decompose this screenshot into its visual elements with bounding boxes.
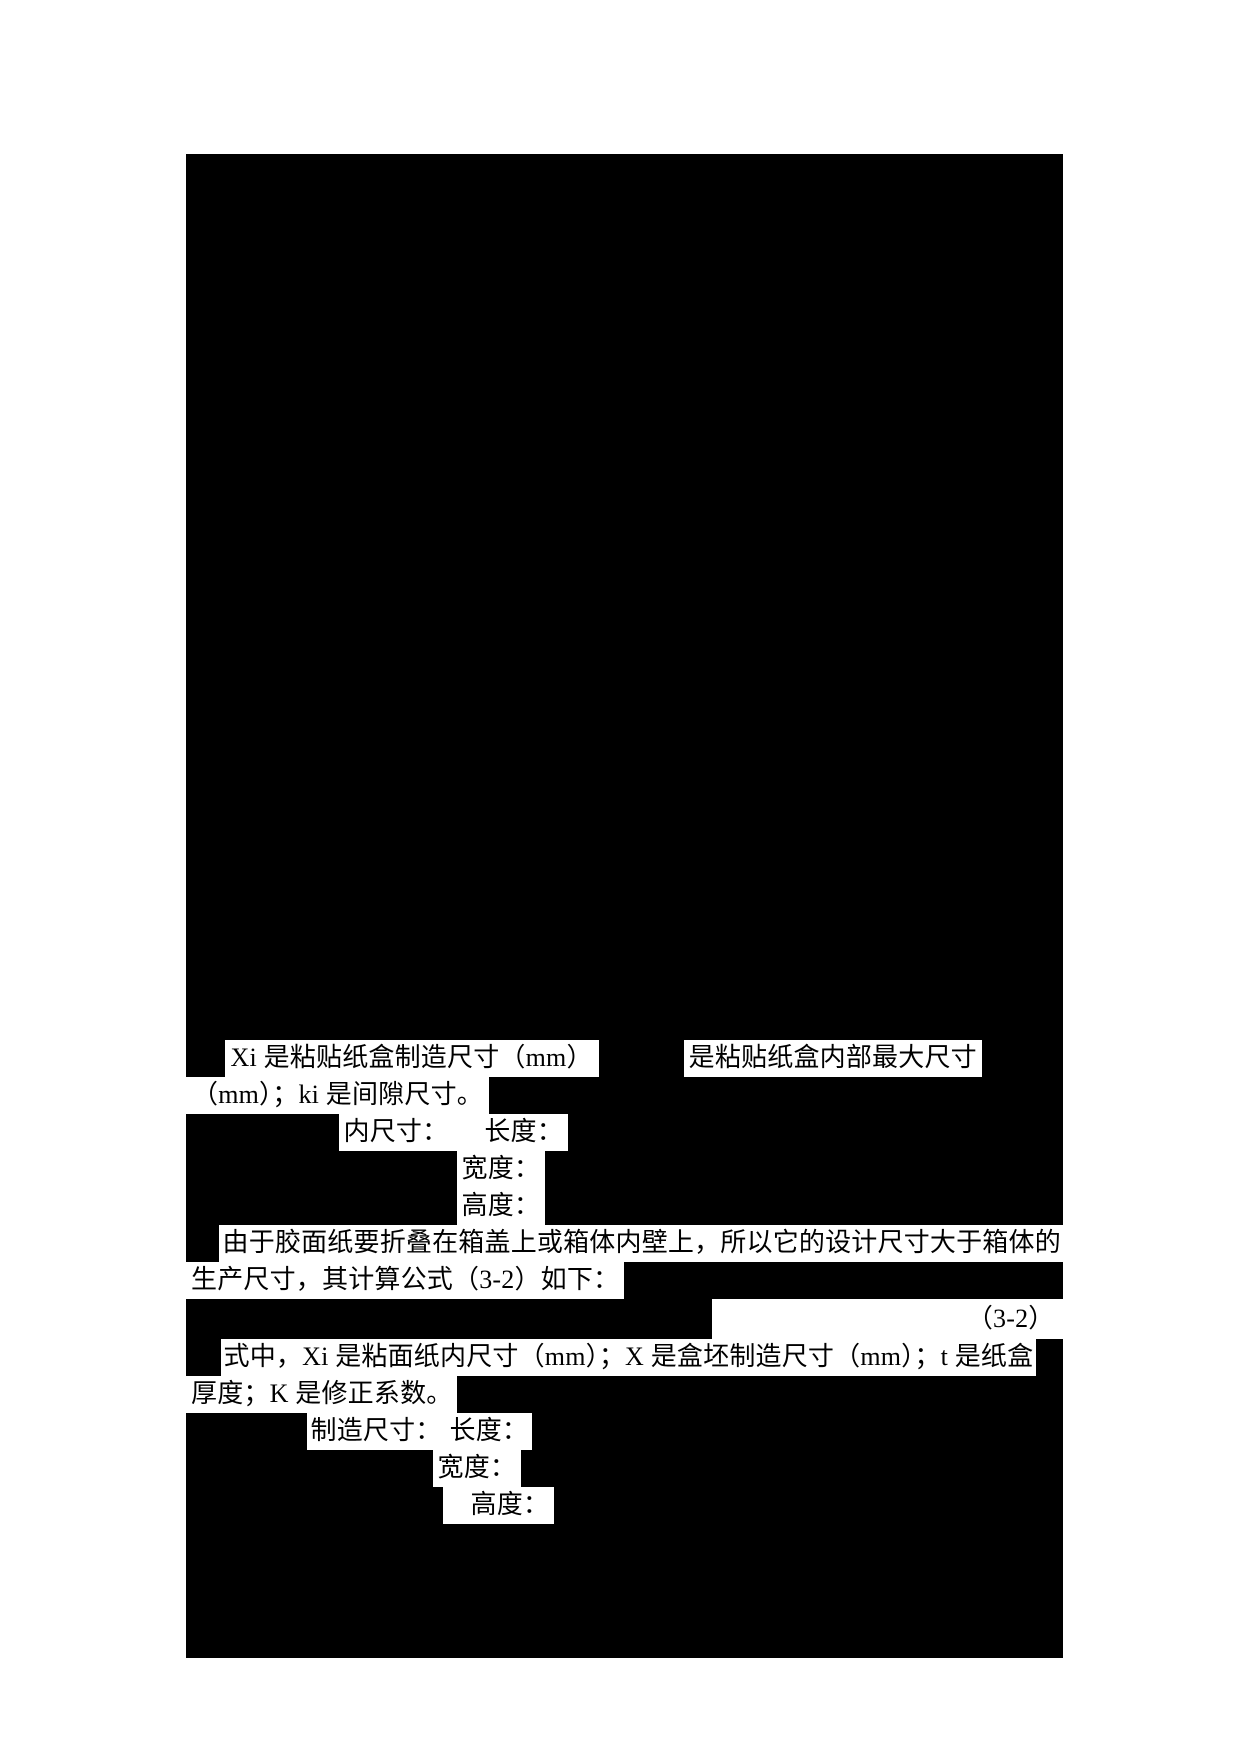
manufacture-dimensions-height-label: 高度： [442,1487,555,1524]
paragraph-xi-definition-line-2: （mm）；ki 是间隙尺寸。 [186,1077,1063,1114]
manufacture-dimensions-length-label: 长度： [445,1413,533,1450]
inner-dimensions-label: 内尺寸： [338,1114,454,1151]
redacted-equation-body [186,1299,705,1339]
redacted-page-block: Xi 是粘贴纸盒制造尺寸（mm） 是粘贴纸盒内部最大尺寸 （mm）；ki 是间隙… [186,154,1063,1658]
paragraph-glue-paper-line-1: 由于胶面纸要折叠在箱盖上或箱体内壁上，所以它的设计尺寸大于箱体的 [186,1225,1063,1262]
manufacture-dimensions-length-row: 制造尺寸：长度： [186,1413,1063,1450]
inner-dimensions-length-label: 长度： [479,1114,568,1151]
inner-dimensions-height-row: 高度： [186,1188,1063,1225]
manufacture-dimensions-width-row: 宽度： [186,1450,1063,1487]
manufacture-dimensions-height-row: 高度： [186,1487,1063,1524]
inner-dimensions-label-spacer [453,1114,480,1151]
equation-row-3-2: （3-2） [186,1299,1063,1339]
text-run-symbols-2: 厚度；K 是修正系数。 [186,1376,458,1413]
text-run-glue-paper-1: 由于胶面纸要折叠在箱盖上或箱体内壁上，所以它的设计尺寸大于箱体的 [218,1225,1063,1262]
line-indent [186,1225,212,1262]
paragraph-glue-paper-line-2: 生产尺寸，其计算公式（3-2）如下： [186,1262,1063,1299]
paragraph-symbols-line-2: 厚度；K 是修正系数。 [186,1376,1063,1413]
inner-dimensions-height-label: 高度： [456,1188,546,1225]
paragraph-symbols-line-1: 式中，Xi 是粘面纸内尺寸（mm）；X 是盒坯制造尺寸（mm）；t 是纸盒 [186,1339,1063,1376]
row-indent [186,1413,300,1450]
equation-number-3-2: （3-2） [711,1299,1063,1339]
text-run-xi-inner-max-size: 是粘贴纸盒内部最大尺寸 [683,1040,982,1077]
row-indent [186,1450,426,1487]
redacted-inline-formula [605,1040,678,1077]
paragraph-xi-definition-line-1: Xi 是粘贴纸盒制造尺寸（mm） 是粘贴纸盒内部最大尺寸 [186,1040,1063,1077]
row-indent [186,1188,450,1225]
row-indent [186,1114,332,1151]
inner-dimensions-length-row: 内尺寸： 长度： [186,1114,1063,1151]
row-indent [186,1487,436,1524]
text-run-glue-paper-2: 生产尺寸，其计算公式（3-2）如下： [186,1262,625,1299]
line-indent [186,1339,214,1376]
line-indent [186,1040,218,1077]
row-indent [186,1151,450,1188]
inner-dimensions-width-label: 宽度： [456,1151,546,1188]
inner-dimensions-width-row: 宽度： [186,1151,1063,1188]
manufacture-dimensions-width-label: 宽度： [432,1450,522,1487]
text-run-ki-clearance: （mm）；ki 是间隙尺寸。 [186,1077,489,1114]
document-text-area: Xi 是粘贴纸盒制造尺寸（mm） 是粘贴纸盒内部最大尺寸 （mm）；ki 是间隙… [186,1040,1063,1524]
text-run-xi-manufacture-size: Xi 是粘贴纸盒制造尺寸（mm） [224,1040,599,1077]
text-run-symbols-1: 式中，Xi 是粘面纸内尺寸（mm）；X 是盒坯制造尺寸（mm）；t 是纸盒 [220,1339,1037,1376]
manufacture-dimensions-label: 制造尺寸： [306,1413,446,1450]
